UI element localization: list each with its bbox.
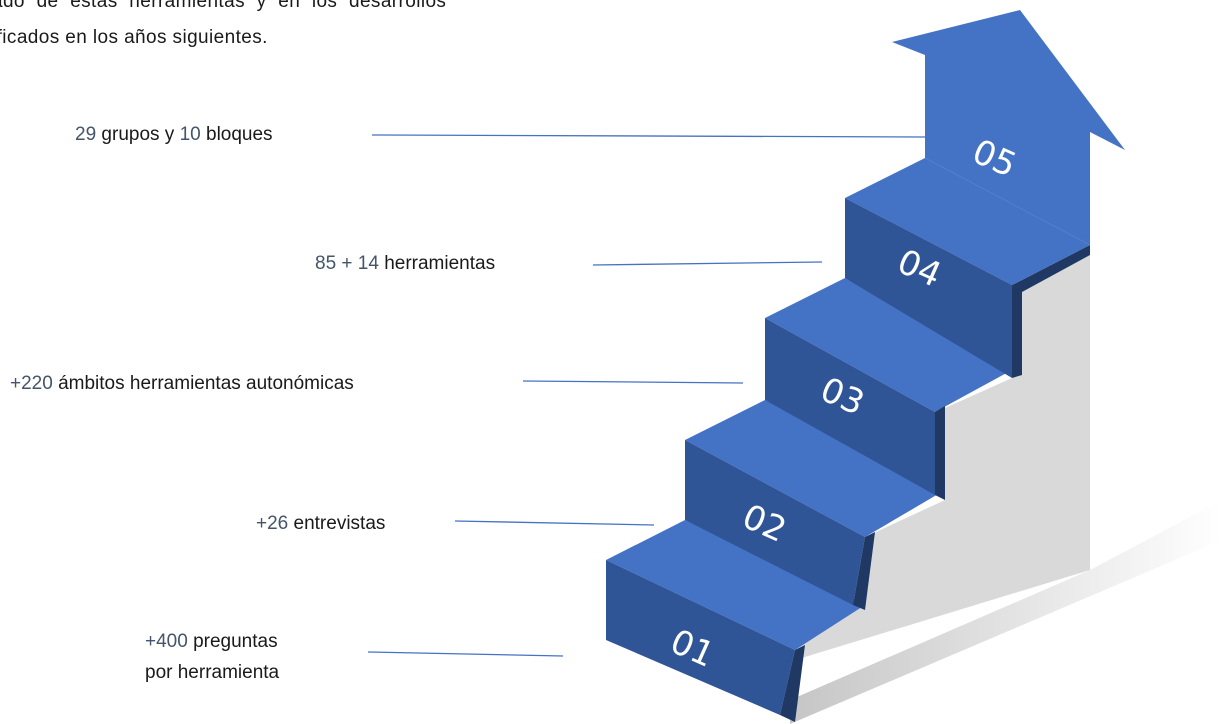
step-01	[606, 520, 865, 722]
connector-line-01	[367, 651, 564, 657]
step-04-side-edge	[1022, 245, 1090, 292]
label-05-text2: bloques	[200, 124, 273, 145]
step-04-front	[845, 198, 1012, 378]
label-01-line2: por herramienta	[145, 662, 280, 683]
label-step-04: 85 + 14 herramientas	[315, 253, 495, 275]
step-04-top	[845, 158, 1090, 285]
step-03-front	[765, 318, 935, 495]
intro-line-2: ificados en los años siguientes.	[0, 27, 268, 48]
label-step-05: 29 grupos y 10 bloques	[75, 124, 273, 146]
step-04-side	[1012, 280, 1022, 378]
label-step-03: +220 ámbitos herramientas autonómicas	[10, 373, 354, 395]
connector-line-02	[454, 520, 655, 526]
step-02-front	[685, 440, 865, 605]
step-04	[845, 158, 1090, 378]
label-03-num1: +220	[10, 373, 53, 394]
step-05-arrow	[892, 10, 1125, 245]
ground-shadow	[790, 500, 1222, 724]
label-01-num1: +400	[145, 631, 188, 652]
step-03	[765, 278, 1012, 500]
intro-line-1: ado de estas herramientas y en los desar…	[0, 0, 447, 12]
connector-line-05	[371, 134, 926, 138]
label-02-num1: +26	[256, 513, 289, 534]
label-01-text1: preguntas	[187, 631, 278, 652]
step-05-arrow-body	[892, 10, 1125, 245]
step-02-side	[853, 532, 875, 610]
step-03-top	[765, 278, 1012, 412]
step-01-front	[606, 560, 795, 715]
label-04-num1: 85 + 14	[315, 253, 379, 274]
label-03-text1: ámbitos herramientas autonómicas	[52, 373, 354, 394]
label-step-01: +400 preguntas por herramienta	[145, 626, 279, 688]
step-03-side	[935, 406, 945, 500]
connector-line-04	[592, 261, 823, 266]
label-step-02: +26 entrevistas	[256, 513, 385, 535]
label-05-num2: 10	[179, 124, 201, 145]
step-02	[685, 400, 945, 610]
label-04-text1: herramientas	[378, 253, 496, 274]
label-02-text1: entrevistas	[288, 513, 386, 534]
step-01-top	[606, 520, 865, 650]
connector-line-03	[522, 380, 744, 384]
label-05-text1: grupos y	[96, 124, 180, 145]
label-05-num1: 29	[75, 124, 97, 145]
step-02-top	[685, 400, 945, 537]
step-01-side	[780, 645, 805, 722]
